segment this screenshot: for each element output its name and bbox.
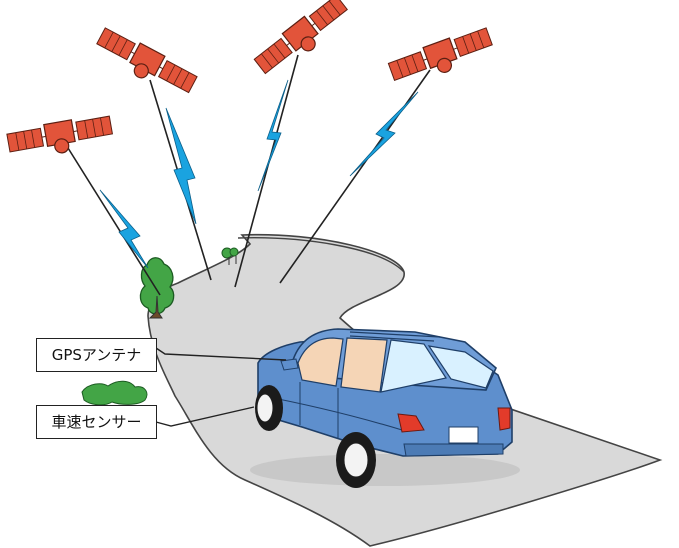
signal-bolt-1: [100, 190, 148, 268]
satellite-icon-4: [387, 25, 495, 90]
signal-bolt-2: [166, 108, 196, 224]
bush: [82, 381, 147, 405]
car-icon: [250, 329, 520, 488]
satellite-icon-3: [252, 0, 353, 81]
vehicle-speed-sensor-label: 車速センサー: [36, 405, 157, 439]
signal-bolt-3: [258, 80, 288, 191]
signal-bolt-4: [350, 92, 418, 176]
satellite-icon-1: [6, 113, 114, 162]
satellite-icon-2: [92, 25, 198, 101]
gps-antenna-label: GPSアンテナ: [36, 338, 157, 372]
